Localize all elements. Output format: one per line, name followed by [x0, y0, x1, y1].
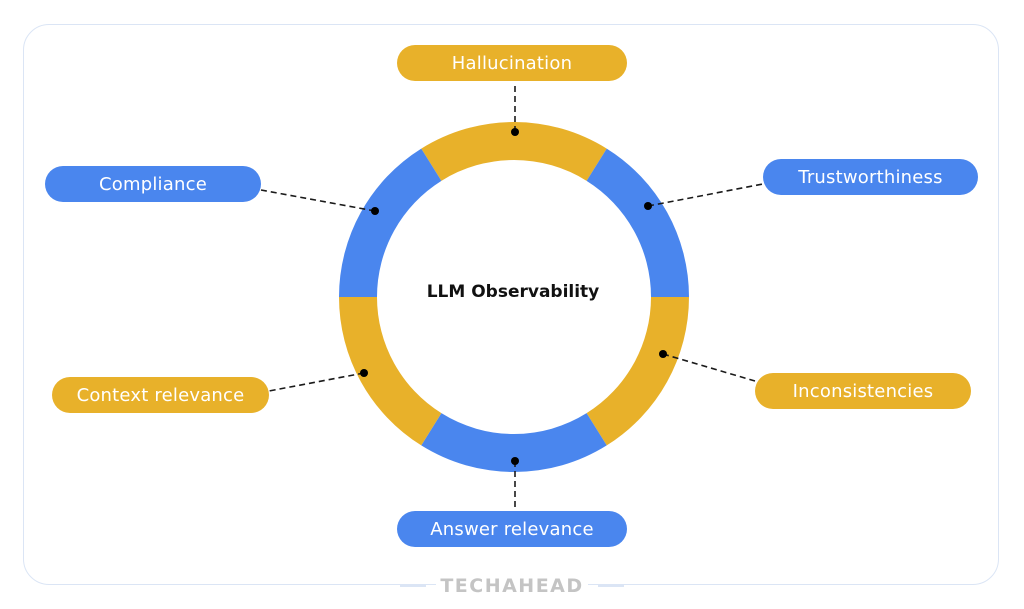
connector-compliance — [260, 189, 376, 212]
ring-segment-inconsistencies — [586, 297, 689, 446]
ring-segment-trustworthiness — [586, 148, 689, 297]
ring-segment-context-relevance — [339, 297, 442, 446]
label-answer-relevance: Answer relevance — [397, 511, 627, 547]
brand-rule-left — [400, 585, 427, 587]
anchor-dot-compliance — [371, 207, 379, 215]
anchor-dot-trustworthiness — [644, 202, 652, 210]
connector-trustworthiness — [647, 183, 764, 207]
label-inconsistencies: Inconsistencies — [755, 373, 971, 409]
brand-rule-right — [597, 585, 624, 587]
anchor-dot-inconsistencies — [659, 350, 667, 358]
connector-inconsistencies — [662, 353, 756, 382]
brand-logo-text: TECHAHEAD — [436, 575, 588, 597]
anchor-dot-hallucination — [511, 128, 519, 136]
label-trustworthiness: Trustworthiness — [763, 159, 978, 195]
label-context-relevance: Context relevance — [52, 377, 269, 413]
ring-segment-compliance — [339, 148, 442, 297]
center-title: LLM Observability — [426, 282, 600, 302]
anchor-dot-context-relevance — [360, 369, 368, 377]
brand-footer: TECHAHEAD — [0, 574, 1024, 598]
connector-context-relevance — [268, 372, 365, 392]
anchor-dot-answer-relevance — [511, 457, 519, 465]
label-compliance: Compliance — [45, 166, 261, 202]
label-hallucination: Hallucination — [397, 45, 627, 81]
ring-segment-answer-relevance — [421, 413, 607, 473]
ring-segment-hallucination — [421, 122, 607, 181]
